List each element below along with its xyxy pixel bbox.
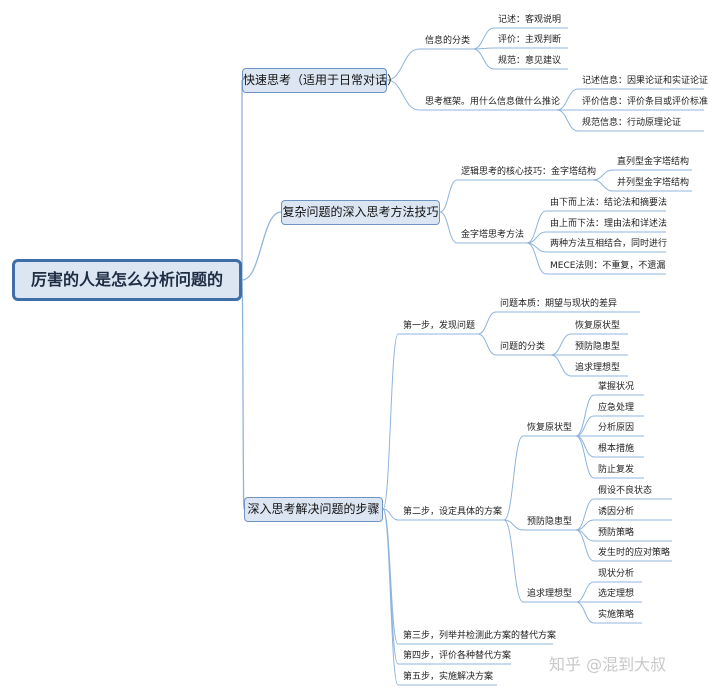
root-topic[interactable]: 厉害的人是怎么分析问题的 bbox=[12, 259, 242, 301]
connector-line bbox=[472, 48, 495, 70]
core-technique-item[interactable]: 并列型金字塔结构 bbox=[617, 178, 690, 188]
restore-step-item[interactable]: 根本措施 bbox=[598, 444, 635, 454]
prevent-step-item[interactable]: 发生时的应对策略 bbox=[598, 548, 671, 558]
connector-line bbox=[556, 109, 579, 132]
connector-line bbox=[575, 519, 595, 531]
problem-type-item[interactable]: 恢复原状型 bbox=[575, 321, 621, 331]
prevent-step-item[interactable]: 假设不良状态 bbox=[598, 486, 653, 496]
ideal-step-item[interactable]: 实施策略 bbox=[598, 610, 635, 620]
connector-line bbox=[241, 279, 245, 510]
connector-line bbox=[503, 519, 524, 603]
info-type-item[interactable]: 记述：客观说明 bbox=[498, 15, 562, 25]
pyramid-method-item[interactable]: MECE法则：不重复，不遗漏 bbox=[550, 261, 666, 271]
connector-line bbox=[575, 529, 595, 562]
connector-line bbox=[592, 169, 614, 181]
problem-type-item[interactable]: 预防隐患型 bbox=[575, 342, 621, 352]
connector-line bbox=[477, 311, 497, 335]
connector-line bbox=[382, 508, 399, 686]
branch-solving-steps[interactable]: 深入思考解决问题的步骤 bbox=[244, 497, 383, 522]
problem-type-item[interactable]: 追求理想型 bbox=[575, 363, 621, 373]
prevent-step-item[interactable]: 预防策略 bbox=[598, 528, 635, 538]
restore-step-item[interactable]: 应急处理 bbox=[598, 403, 635, 413]
restore-step-item[interactable]: 防止复发 bbox=[598, 465, 635, 475]
connector-line bbox=[526, 242, 547, 275]
core-technique-item[interactable]: 直列型金字塔结构 bbox=[617, 157, 690, 167]
ideal-step-item[interactable]: 现状分析 bbox=[598, 569, 635, 579]
restore-type-label[interactable]: 恢复原状型 bbox=[527, 423, 573, 433]
step5-label[interactable]: 第五步，实施解决方案 bbox=[403, 672, 494, 682]
zhihu-watermark: 知乎 @混到大叔 bbox=[549, 655, 667, 674]
pyramid-method-item[interactable]: 由上而下法：理由法和详述法 bbox=[550, 219, 668, 229]
connector-line bbox=[439, 211, 458, 244]
step2-label[interactable]: 第二步，设定具体的方案 bbox=[403, 507, 503, 517]
connector-line bbox=[575, 435, 595, 458]
restore-step-item[interactable]: 分析原因 bbox=[598, 423, 635, 433]
connector-line bbox=[575, 435, 595, 479]
step4-label[interactable]: 第四步，评价各种替代方案 bbox=[403, 651, 512, 661]
step1-label[interactable]: 第一步，发现问题 bbox=[403, 321, 476, 331]
connector-line bbox=[526, 231, 547, 244]
problem-types-label[interactable]: 问题的分类 bbox=[500, 342, 546, 352]
problem-essence[interactable]: 问题本质：期望与现状的差异 bbox=[500, 299, 618, 309]
connector-line bbox=[526, 210, 547, 244]
connector-line bbox=[439, 179, 458, 213]
framework-item[interactable]: 规范信息：行动原理论证 bbox=[582, 118, 682, 128]
connector-line bbox=[575, 415, 595, 437]
connector-line bbox=[575, 498, 595, 531]
framework-item[interactable]: 评价信息：评价条目或评价标准 bbox=[582, 97, 709, 107]
pyramid-method-item[interactable]: 两种方法互相结合，同时进行 bbox=[550, 239, 668, 249]
step3-label[interactable]: 第三步，列举并检测此方案的替代方案 bbox=[403, 631, 557, 641]
info-type-item[interactable]: 评价：主观判断 bbox=[498, 35, 562, 45]
connector-line bbox=[382, 508, 399, 521]
connector-line bbox=[592, 179, 614, 192]
framework-label[interactable]: 思考框架。用什么信息做什么推论 bbox=[425, 97, 561, 107]
connector-line bbox=[556, 88, 579, 111]
pyramid-method-item[interactable]: 由下而上法：结论法和摘要法 bbox=[550, 198, 668, 208]
info-types-label[interactable]: 信息的分类 bbox=[425, 36, 471, 46]
restore-step-item[interactable]: 掌握状况 bbox=[598, 382, 635, 392]
branch-complex-thinking[interactable]: 复杂问题的深入思考方法技巧 bbox=[281, 200, 440, 225]
connector-line bbox=[386, 79, 420, 111]
framework-item[interactable]: 记述信息：因果论证和实证论证 bbox=[582, 76, 709, 86]
ideal-step-item[interactable]: 选定理想 bbox=[598, 589, 635, 599]
connector-line bbox=[575, 601, 595, 624]
connector-line bbox=[382, 333, 399, 510]
connector-line bbox=[503, 435, 524, 521]
connector-line bbox=[550, 354, 572, 377]
prevent-step-item[interactable]: 诱因分析 bbox=[598, 507, 635, 517]
pyramid-method-label[interactable]: 金字塔思考方法 bbox=[461, 230, 525, 240]
connector-line bbox=[503, 519, 524, 531]
ideal-type-label[interactable]: 追求理想型 bbox=[527, 589, 573, 599]
connector-line bbox=[477, 333, 497, 356]
info-type-item[interactable]: 规范：意见建议 bbox=[498, 56, 562, 66]
prevent-type-label[interactable]: 预防隐患型 bbox=[527, 517, 573, 527]
connector-line bbox=[386, 48, 420, 81]
connector-line bbox=[241, 211, 282, 281]
branch-quick-thinking[interactable]: 快速思考（适用于日常对话） bbox=[242, 68, 399, 93]
core-technique-label[interactable]: 逻辑思考的核心技巧：金字塔结构 bbox=[461, 167, 597, 177]
connector-line bbox=[575, 394, 595, 437]
connector-line bbox=[472, 27, 495, 50]
connector-line bbox=[550, 333, 572, 356]
connector-line bbox=[575, 581, 595, 603]
